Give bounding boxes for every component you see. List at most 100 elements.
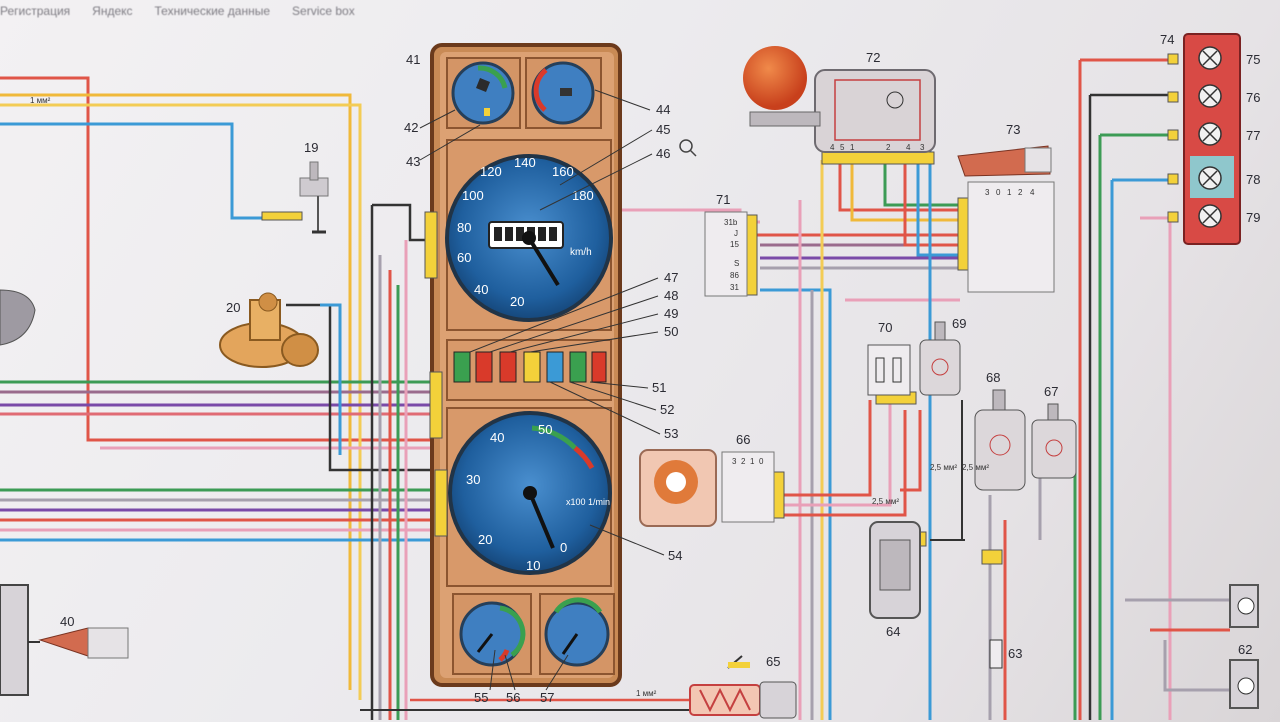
- label-55: 55: [474, 690, 488, 705]
- wires-right: [620, 58, 1230, 720]
- label-19: 19: [304, 140, 318, 155]
- leader-lines: [419, 89, 665, 691]
- label-49: 49: [664, 306, 678, 321]
- tach-tick-20: 20: [478, 532, 492, 547]
- label-20: 20: [226, 300, 240, 315]
- label-75: 75: [1246, 52, 1260, 67]
- switch66-pos-1: 1: [750, 457, 755, 466]
- tab-service-box[interactable]: Service box: [292, 4, 355, 18]
- label-73: 73: [1006, 122, 1020, 137]
- label-71: 71: [716, 192, 730, 207]
- tab-tech-data[interactable]: Технические данные: [154, 4, 271, 18]
- label-77: 77: [1246, 128, 1260, 143]
- relay72-terminal-1: 1: [850, 143, 855, 152]
- switch73-pos-1: 1: [1007, 188, 1012, 197]
- label-69: 69: [952, 316, 966, 331]
- label-70: 70: [878, 320, 892, 335]
- wire-size-4: 2,5 мм²: [962, 463, 989, 472]
- speed-tick-80: 80: [457, 220, 471, 235]
- switch71-terminal-s: S: [734, 259, 739, 268]
- speed-unit: km/h: [570, 247, 592, 258]
- magnifier-icon[interactable]: [679, 139, 697, 157]
- component-64: [869, 521, 921, 619]
- component-65: [689, 655, 797, 719]
- label-62: 62: [1238, 642, 1252, 657]
- switch71-terminal-j: J: [734, 229, 738, 238]
- label-76: 76: [1246, 90, 1260, 105]
- relay72-terminal-2: 2: [886, 143, 891, 152]
- label-42: 42: [404, 120, 418, 135]
- tach-tick-10: 10: [526, 558, 540, 573]
- tach-unit: x100 1/min: [566, 497, 610, 507]
- speed-tick-140: 140: [514, 155, 536, 170]
- component-71: 31b J 15 S 86 31: [704, 211, 748, 297]
- label-46: 46: [656, 146, 670, 161]
- label-51: 51: [652, 380, 666, 395]
- label-68: 68: [986, 370, 1000, 385]
- speed-tick-180: 180: [572, 188, 594, 203]
- tach-tick-50: 50: [538, 422, 552, 437]
- label-40: 40: [60, 614, 74, 629]
- component-68: [974, 389, 1026, 491]
- component-63: [989, 639, 1003, 669]
- switch71-terminal-31: 31: [730, 283, 739, 292]
- switch66-pos-2: 2: [741, 457, 746, 466]
- component-67: [1031, 403, 1077, 479]
- switch73-pos-4: 4: [1030, 188, 1035, 197]
- label-78: 78: [1246, 172, 1260, 187]
- browser-tab-bar: Регистрация Яндекс Технические данные Se…: [0, 0, 560, 22]
- tach-tick-30: 30: [466, 472, 480, 487]
- cluster-connectors: [424, 151, 1003, 565]
- label-44: 44: [656, 102, 670, 117]
- label-64: 64: [886, 624, 900, 639]
- speed-tick-120: 120: [480, 164, 502, 179]
- tab-registration[interactable]: Регистрация: [0, 4, 71, 18]
- component-19: [261, 161, 329, 234]
- tach-tick-40: 40: [490, 430, 504, 445]
- label-79: 79: [1246, 210, 1260, 225]
- label-52: 52: [660, 402, 674, 417]
- label-53: 53: [664, 426, 678, 441]
- label-65: 65: [766, 654, 780, 669]
- switch66-pos-0: 0: [759, 457, 764, 466]
- component-66: 3 2 1 0: [639, 449, 775, 527]
- wire-size-2: 2,5 мм²: [872, 497, 899, 506]
- relay72-terminal-3: 3: [920, 143, 925, 152]
- tab-yandex[interactable]: Яндекс: [92, 4, 133, 18]
- component-number-labels: 41 42 43 44 45 46 47 48 49 50 51 52 53 5…: [60, 32, 1260, 705]
- speed-tick-20: 20: [510, 294, 524, 309]
- component-74-79-lamp-block: [1167, 33, 1241, 245]
- label-66: 66: [736, 432, 750, 447]
- relay72-terminal-5: 5: [840, 143, 845, 152]
- switch71-terminal-31b: 31b: [724, 218, 738, 227]
- component-20: [219, 292, 319, 368]
- component-62: [1229, 584, 1259, 709]
- speed-tick-40: 40: [474, 282, 488, 297]
- label-47: 47: [664, 270, 678, 285]
- wire-size-1: 1 мм²: [30, 96, 51, 105]
- label-56: 56: [506, 690, 520, 705]
- speed-tick-100: 100: [462, 188, 484, 203]
- label-57: 57: [540, 690, 554, 705]
- speed-tick-160: 160: [552, 164, 574, 179]
- label-45: 45: [656, 122, 670, 137]
- label-63: 63: [1008, 646, 1022, 661]
- switch71-terminal-86: 86: [730, 271, 739, 280]
- switch73-pos-2: 2: [1018, 188, 1023, 197]
- component-72: 4 5 1 2 4 3: [743, 46, 936, 153]
- switch66-pos-3: 3: [732, 457, 737, 466]
- label-54: 54: [668, 548, 682, 563]
- speed-tick-60: 60: [457, 250, 471, 265]
- instrument-cluster: 20 40 60 80 100 120 140 160 180 km/h: [430, 43, 622, 687]
- wire-size-labels: 1 мм² 2,5 мм² 2,5 мм² 2,5 мм² 1 мм²: [30, 96, 989, 698]
- label-43: 43: [406, 154, 420, 169]
- label-41: 41: [406, 52, 420, 67]
- component-73: 3 0 1 2 4: [957, 145, 1055, 293]
- component-40: [0, 584, 129, 696]
- component-left-lamp: [0, 289, 36, 346]
- tach-tick-0: 0: [560, 540, 567, 555]
- wire-size-3: 2,5 мм²: [930, 463, 957, 472]
- switch73-pos-0: 0: [996, 188, 1001, 197]
